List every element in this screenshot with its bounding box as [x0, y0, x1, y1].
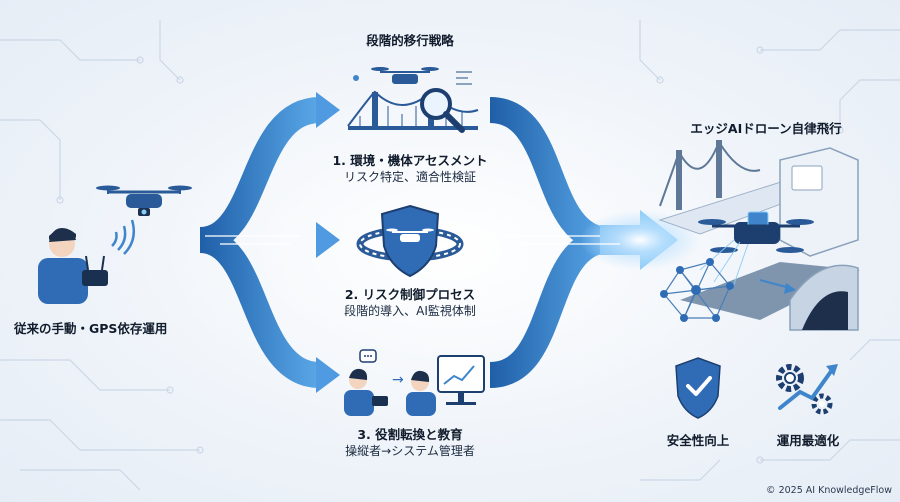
step-1-subtitle: リスク特定、適合性検証	[343, 170, 477, 184]
shield-check-icon	[675, 357, 721, 419]
step-3-title: 3. 役割転換と教育	[357, 427, 463, 442]
step-1-title: 1. 環境・機体アセスメント	[332, 153, 488, 168]
autonomous-scene-illustration	[658, 139, 860, 331]
strategy-title: 段階的移行戦略	[366, 33, 454, 48]
svg-text:→: →	[392, 372, 404, 388]
assessment-illustration	[347, 67, 479, 133]
arrowheads-left	[316, 92, 340, 393]
outcome-optimization-label: 運用最適化	[776, 433, 840, 448]
step-2-subtitle: 段階的導入、AI監視体制	[344, 304, 476, 318]
risk-shield-illustration	[356, 204, 464, 278]
outcome-safety-label: 安全性向上	[666, 433, 730, 448]
step-3-subtitle: 操縦者→システム管理者	[345, 444, 475, 458]
circuit-lines-left	[0, 20, 204, 491]
neural-nodes	[660, 258, 734, 322]
drone-icon-left	[96, 185, 192, 216]
role-shift-illustration: →	[344, 349, 485, 416]
flow-arrows-left	[198, 97, 322, 388]
gears-chart-icon	[776, 364, 838, 415]
flow-streaks	[205, 235, 620, 245]
circuit-lines-right	[639, 20, 900, 481]
step-2-title: 2. リスク制御プロセス	[344, 287, 476, 302]
copyright-text: © 2025 AI KnowledgeFlow	[766, 485, 892, 496]
arrow-glow	[580, 210, 700, 270]
operator-illustration	[38, 228, 108, 304]
signal-waves-icon	[111, 219, 135, 255]
current-operation-label: 従来の手動・GPS依存運用	[14, 321, 168, 336]
target-operation-label: エッジAIドローン自律飛行	[690, 121, 842, 136]
